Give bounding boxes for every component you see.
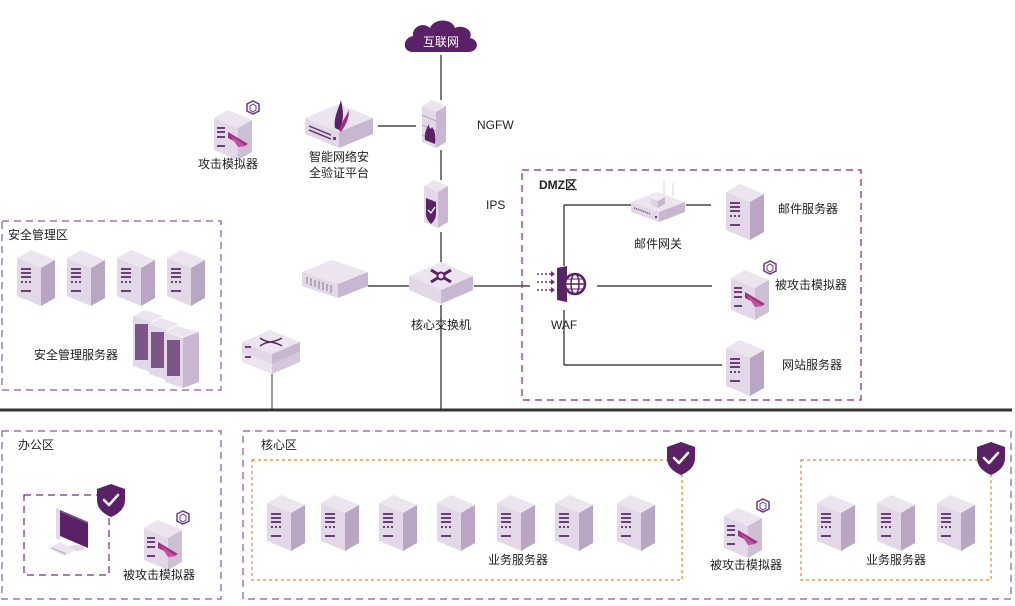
dmz-zone <box>521 169 862 401</box>
server-icon <box>937 495 975 551</box>
office-victim-simulator-icon <box>143 510 190 571</box>
core-business-servers-right-label: 业务服务器 <box>866 553 927 567</box>
internet-label: 互联网 <box>423 35 460 49</box>
mail-gateway-icon <box>631 180 685 222</box>
pc-icon <box>48 508 88 556</box>
server-icon <box>17 250 55 306</box>
core-victim-simulator-label: 被攻击模拟器 <box>710 558 783 572</box>
security-platform-icon <box>305 100 373 148</box>
security-mgmt-zone-title: 安全管理区 <box>8 228 69 242</box>
web-server-icon <box>726 340 764 396</box>
core-zone-title: 核心区 <box>261 438 298 452</box>
office-zone <box>1 430 222 600</box>
core-switch-label: 核心交换机 <box>411 318 472 332</box>
core-business-servers-right <box>817 495 975 551</box>
waf-label: WAF <box>551 318 578 332</box>
server-icon <box>437 495 475 551</box>
office-pc-group <box>23 494 110 576</box>
dmz-victim-simulator-label: 被攻击模拟器 <box>775 278 848 292</box>
server-icon <box>497 495 535 551</box>
waf-icon <box>537 266 587 302</box>
server-icon <box>267 495 305 551</box>
security-platform-label-line1: 智能网络安 <box>309 150 370 164</box>
core-business-group-right <box>800 459 992 581</box>
mail-server-icon <box>726 184 764 240</box>
internet-cloud-icon <box>404 20 477 52</box>
dmz-zone-title: DMZ区 <box>539 178 577 192</box>
core-switch-icon <box>409 262 473 304</box>
attack-simulator-label: 攻击模拟器 <box>198 157 259 171</box>
security-mgmt-zone <box>1 220 222 391</box>
dmz-victim-simulator-icon <box>730 260 777 321</box>
core-left-shield-icon <box>665 440 697 477</box>
ips-icon <box>424 180 448 228</box>
server-icon <box>617 495 655 551</box>
web-server-label: 网站服务器 <box>782 358 843 372</box>
office-shield-icon <box>95 482 127 519</box>
core-victim-simulator-icon <box>723 498 770 559</box>
server-icon <box>379 495 417 551</box>
mail-gateway-label: 邮件网关 <box>634 237 683 251</box>
ngfw-label: NGFW <box>477 118 514 132</box>
office-zone-title: 办公区 <box>18 438 55 452</box>
security-mgmt-servers <box>17 250 205 306</box>
server-icon <box>877 495 915 551</box>
core-business-servers-left-label: 业务服务器 <box>488 553 549 567</box>
mail-server-label: 邮件服务器 <box>778 202 839 216</box>
ngfw-firewall-icon <box>421 100 446 148</box>
server-icon <box>67 250 105 306</box>
ips-label: IPS <box>486 198 506 212</box>
server-icon <box>817 495 855 551</box>
server-icon <box>117 250 155 306</box>
core-zone <box>242 430 1012 600</box>
core-right-shield-icon <box>975 440 1007 477</box>
security-mgmt-servers-label: 安全管理服务器 <box>34 348 119 362</box>
access-switch-icon <box>242 330 300 374</box>
office-victim-simulator-label: 被攻击模拟器 <box>123 568 196 582</box>
attack-simulator-icon <box>213 100 260 161</box>
rack-appliance-icon <box>302 260 368 298</box>
server-icon <box>321 495 359 551</box>
security-platform-label-line2: 全验证平台 <box>309 166 370 180</box>
server-cluster-icon <box>133 310 199 388</box>
core-business-group-left <box>251 459 683 581</box>
server-icon <box>167 250 205 306</box>
server-icon <box>555 495 593 551</box>
connection-lines <box>271 55 722 410</box>
core-business-servers-left <box>267 495 655 551</box>
